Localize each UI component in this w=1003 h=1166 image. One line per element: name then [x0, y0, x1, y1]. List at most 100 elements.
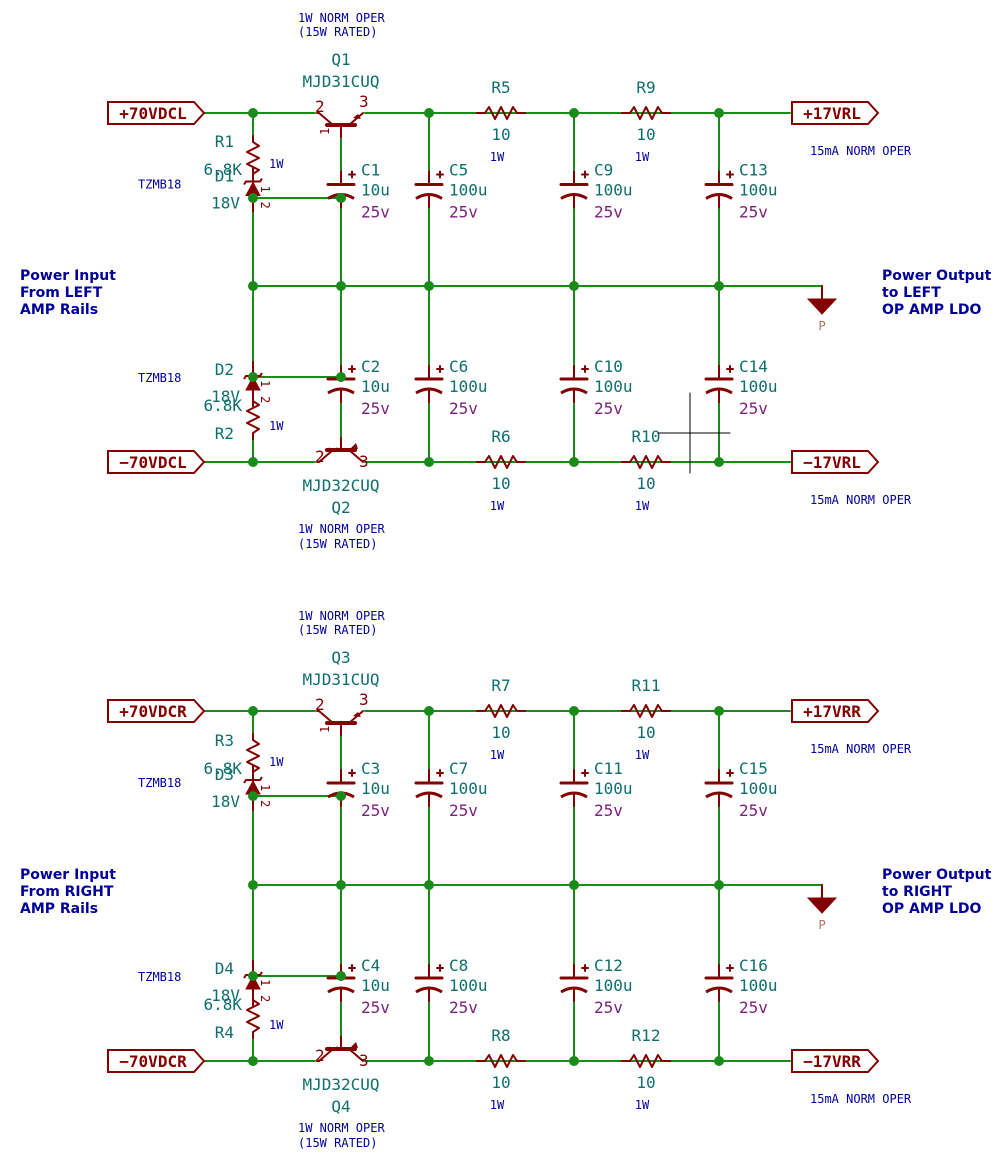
capacitor-value: 100u — [739, 181, 778, 200]
series-resistor — [629, 704, 663, 718]
bias-resistor-bottom — [246, 400, 260, 434]
capacitor-value: 100u — [739, 779, 778, 798]
junction-dot — [248, 372, 258, 382]
transistor-arrow — [353, 114, 361, 119]
transistor-emitter — [348, 449, 364, 463]
junction-dot — [248, 706, 258, 716]
transistor-ref: Q3 — [331, 648, 350, 667]
capacitor-value: 10u — [361, 181, 390, 200]
resistor-ref: R6 — [491, 427, 510, 446]
resistor-power: 1W — [269, 419, 284, 433]
diode-part: TZMB18 — [138, 970, 181, 984]
capacitor-ref: C2 — [361, 357, 380, 376]
capacitor-voltage: 25v — [594, 399, 623, 418]
transistor-ref: Q4 — [331, 1097, 350, 1116]
resistor-value: 10 — [636, 723, 655, 742]
capacitor-voltage: 25v — [594, 998, 623, 1017]
diode-pin-label: 1 — [258, 979, 272, 986]
capacitor-voltage: 25v — [361, 998, 390, 1017]
capacitor-value: 100u — [449, 779, 488, 798]
capacitor-ref: C13 — [739, 161, 768, 180]
ground-label: P — [818, 319, 825, 333]
power-port-label: +17VRL — [803, 104, 861, 123]
resistor-ref: R4 — [215, 1023, 234, 1042]
bias-resistor-bottom — [246, 999, 260, 1033]
diode-part: TZMB18 — [138, 178, 181, 192]
power-port-output — [791, 699, 880, 723]
transistor-pin-label: 2 — [315, 695, 325, 714]
output-current-note: 15mA NORM OPER — [810, 742, 912, 756]
transistor-note: (15W RATED) — [298, 1136, 377, 1150]
transistor-collector — [318, 710, 334, 724]
capacitor-voltage: 25v — [594, 801, 623, 820]
transistor-value: MJD31CUQ — [302, 72, 379, 91]
resistor-ref: R9 — [636, 78, 655, 97]
output-current-note: 15mA NORM OPER — [810, 493, 912, 507]
junction-dot — [248, 193, 258, 203]
capacitor-voltage: 25v — [361, 399, 390, 418]
transistor-note: 1W NORM OPER — [298, 522, 385, 536]
resistor-value: 10 — [636, 125, 655, 144]
capacitor-value: 100u — [594, 976, 633, 995]
cursor-crosshair — [657, 392, 731, 474]
power-port-output — [791, 1049, 880, 1073]
output-description: Power Output — [882, 867, 992, 883]
capacitor-voltage: 25v — [739, 998, 768, 1017]
resistor-ref: R12 — [632, 1026, 661, 1045]
resistor-power: 1W — [490, 1098, 505, 1112]
capacitor-voltage: 25v — [449, 801, 478, 820]
power-port-label: +70VDCL — [119, 104, 186, 123]
junction-dot — [569, 108, 579, 118]
transistor-arrow — [351, 1042, 358, 1048]
power-port-input — [107, 1049, 206, 1073]
capacitor-voltage: 25v — [739, 801, 768, 820]
resistor-power: 1W — [635, 1098, 650, 1112]
power-port-input — [107, 450, 206, 474]
resistor-power: 1W — [269, 755, 284, 769]
resistor-ref: R7 — [491, 676, 510, 695]
capacitor-ref: C3 — [361, 759, 380, 778]
junction-dot — [424, 457, 434, 467]
junction-dot — [569, 880, 579, 890]
resistor-value: 10 — [636, 474, 655, 493]
transistor-emitter — [348, 112, 364, 126]
capacitor-voltage: 25v — [361, 203, 390, 222]
power-port-label: −17VRL — [803, 453, 861, 472]
capacitor-value: 100u — [449, 377, 488, 396]
junction-dot — [424, 1056, 434, 1066]
power-port-input — [107, 699, 206, 723]
transistor-pin-label: 1 — [318, 128, 332, 135]
diode-pin-label: 1 — [258, 380, 272, 387]
capacitor-ref: C5 — [449, 161, 468, 180]
output-description: to RIGHT — [882, 884, 952, 900]
transistor-pin-label: 1 — [326, 1045, 340, 1052]
resistor-value: 6.8K — [203, 759, 242, 778]
transistor-note: 1W NORM OPER — [298, 11, 385, 25]
capacitor-voltage: 25v — [739, 203, 768, 222]
diode-pin-label: 2 — [258, 800, 272, 807]
junction-dot — [336, 971, 346, 981]
diode-part: TZMB18 — [138, 371, 181, 385]
diode-value: 18V — [211, 387, 240, 406]
resistor-value: 6.8K — [203, 396, 242, 415]
transistor-arrow — [351, 443, 358, 449]
transistor-value: MJD31CUQ — [302, 670, 379, 689]
power-port-label: −70VDCL — [119, 453, 186, 472]
ground-symbol — [806, 298, 838, 315]
resistor-ref: R10 — [632, 427, 661, 446]
transistor-pin-label: 1 — [318, 726, 332, 733]
junction-dot — [248, 108, 258, 118]
output-current-note: 15mA NORM OPER — [810, 1092, 912, 1106]
bias-resistor-top — [246, 739, 260, 773]
power-port-label: +70VDCR — [119, 702, 187, 721]
series-resistor — [629, 1054, 663, 1068]
junction-dot — [336, 791, 346, 801]
diode-pin-label: 2 — [258, 396, 272, 403]
capacitor-ref: C7 — [449, 759, 468, 778]
capacitor-value: 10u — [361, 779, 390, 798]
resistor-power: 1W — [490, 499, 505, 513]
output-description: Power Output — [882, 268, 992, 284]
power-port-label: +17VRR — [803, 702, 861, 721]
resistor-value: 10 — [491, 474, 510, 493]
